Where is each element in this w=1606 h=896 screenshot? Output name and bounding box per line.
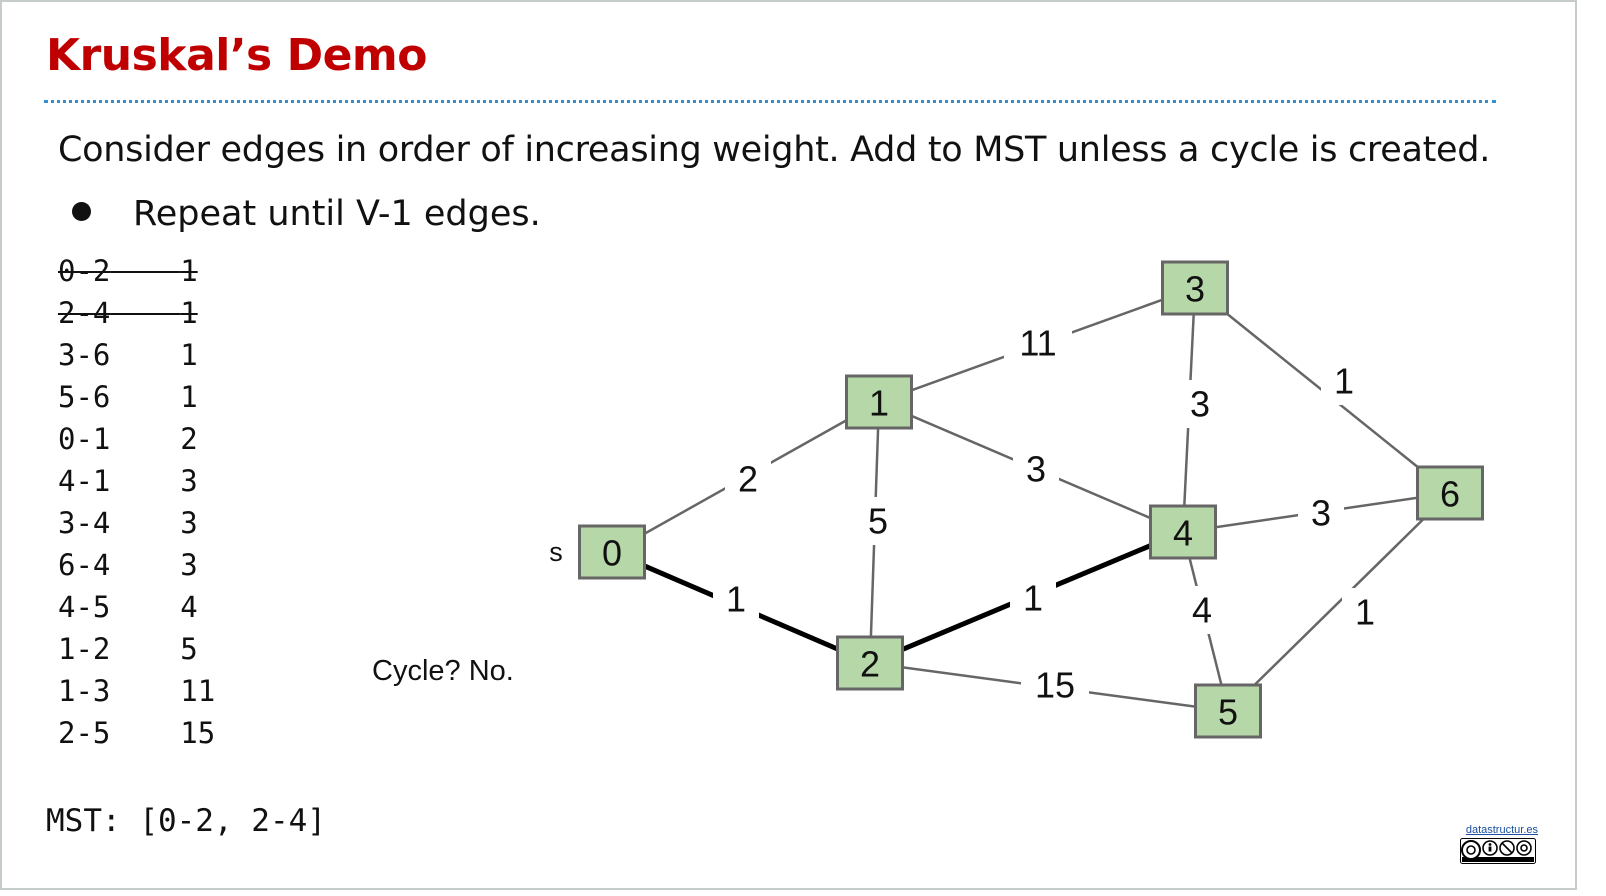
edge-weight-backdrop: [1013, 445, 1059, 493]
edge-list-row: 0-1 2: [58, 418, 215, 460]
edge-list-row: 2-5 15: [58, 712, 215, 754]
edge-weight-backdrop: [855, 497, 901, 545]
edge-weight-backdrop: [1298, 489, 1344, 537]
edge-list-weight: 1: [180, 380, 198, 414]
vertex-box-1: [845, 374, 913, 430]
title-divider: [44, 100, 1496, 103]
edge-list-row: 1-2 5: [58, 628, 215, 670]
edge-list-row: 3-6 1: [58, 334, 215, 376]
edge-list-row: 3-4 3: [58, 502, 215, 544]
vertex-box-5: [1194, 683, 1262, 739]
edge-weight-label: 3: [1311, 493, 1331, 534]
creative-commons-by-nc-sa-icon: [1460, 838, 1536, 864]
edge-list-weight: 1: [180, 338, 198, 372]
vertex-label: 0: [602, 533, 622, 574]
edge-list-pair: 0-2: [58, 254, 111, 288]
edge-weight-backdrop: [713, 575, 759, 623]
slide-title: Kruskal’s Demo: [46, 30, 428, 81]
edge-weight-backdrop: [1021, 661, 1089, 709]
edge-weight-label: 1: [1023, 578, 1043, 619]
edge-weight-label: 11: [1019, 323, 1056, 364]
vertex-box-6: [1416, 465, 1484, 521]
edge-list-row: 2-4 1: [58, 292, 215, 334]
edge-list-weight: 1: [180, 296, 198, 330]
intro-text: Consider edges in order of increasing we…: [58, 130, 1491, 170]
edge-weight-backdrop: [1342, 588, 1388, 636]
vertex-label: 3: [1185, 269, 1205, 310]
edge-list-weight: 1: [180, 254, 198, 288]
vertex-box-2: [836, 635, 904, 691]
edge-weight-label: 1: [726, 579, 746, 620]
edge-list-pair: 0-1: [58, 422, 111, 456]
edge-list-pair: 4-5: [58, 590, 111, 624]
bullet-item: Repeat until V-1 edges.: [72, 194, 541, 234]
footer-link[interactable]: datastructur.es: [1465, 824, 1538, 836]
vertex-box-4: [1149, 504, 1217, 560]
edge-list-pair: 6-4: [58, 548, 111, 582]
edge-weight-label: 1: [1355, 592, 1375, 633]
cycle-check-note: Cycle? No.: [372, 655, 514, 687]
edge-list-weight: 3: [180, 548, 198, 582]
edge-list-pair: 3-6: [58, 338, 111, 372]
vertex-label: 4: [1173, 513, 1193, 554]
edge-list-pair: 2-5: [58, 716, 111, 750]
vertex-box-3: [1161, 260, 1229, 316]
edge-weight-backdrop: [1004, 319, 1072, 367]
edge-list-row: 6-4 3: [58, 544, 215, 586]
source-marker: s: [549, 537, 563, 567]
edge-weight-label: 15: [1035, 665, 1075, 706]
edge-list-weight: 4: [180, 590, 198, 624]
edge-weight-backdrop: [1179, 586, 1225, 634]
edge-list-weight: 11: [180, 674, 216, 708]
vertex-label: 1: [869, 383, 889, 424]
edge-weight-backdrop: [1177, 380, 1223, 428]
edge-list-row: 1-3 11: [58, 670, 215, 712]
edge-list-weight: 2: [180, 422, 198, 456]
vertex-box-0: [578, 524, 646, 580]
edge-list-pair: 5-6: [58, 380, 111, 414]
edge-list-pair: 3-4: [58, 506, 111, 540]
edge-weight-backdrop: [1321, 357, 1367, 405]
slide-frame: [0, 0, 1577, 890]
edge-list-pair: 4-1: [58, 464, 111, 498]
edge-weight-backdrop: [725, 455, 771, 503]
bullet-text: Repeat until V-1 edges.: [133, 194, 541, 234]
edge-weight-backdrop: [1010, 574, 1056, 622]
edge-weight-label: 4: [1192, 590, 1212, 631]
vertex-label: 2: [860, 644, 880, 685]
vertex-label: 5: [1218, 692, 1238, 733]
edge-weight-label: 2: [738, 459, 758, 500]
edge-weight-label: 3: [1026, 449, 1046, 490]
edge-weight-label: 5: [868, 501, 888, 542]
edge-list-weight: 3: [180, 464, 198, 498]
license-block: datastructur.es: [1456, 824, 1538, 864]
graph-edge-5-6: [1227, 492, 1451, 712]
edge-list-row: 5-6 1: [58, 376, 215, 418]
edge-weight-label: 3: [1190, 384, 1210, 425]
edge-list-row: 4-5 4: [58, 586, 215, 628]
vertex-label: 6: [1440, 474, 1460, 515]
edge-weight-label: 1: [1334, 361, 1354, 402]
edge-list-pair: 1-3: [58, 674, 111, 708]
edge-list-row: 0-2 1: [58, 250, 215, 292]
edge-list-weight: 15: [180, 716, 216, 750]
edge-list-row: 4-1 3: [58, 460, 215, 502]
edge-list-pair: 2-4: [58, 296, 111, 330]
edge-list-weight: 5: [180, 632, 198, 666]
edge-list-weight: 3: [180, 506, 198, 540]
mst-result: MST: [0-2, 2-4]: [46, 803, 326, 839]
edge-list-pair: 1-2: [58, 632, 111, 666]
graph-vertices: 0 1 2 3 4 5 6 s: [549, 260, 1484, 739]
bullet-dot-icon: [72, 201, 91, 221]
